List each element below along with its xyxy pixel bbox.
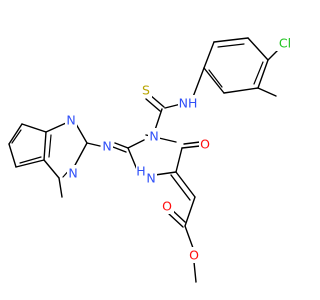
atom-nh-thioamide: NH <box>178 95 198 111</box>
atom-n-ring-nh: N <box>145 170 157 186</box>
bond <box>73 142 88 168</box>
bond <box>145 98 161 112</box>
bond <box>86 142 101 147</box>
atom-n-quin-top: N <box>65 112 77 128</box>
ring-h-label: H <box>136 164 145 179</box>
bond <box>213 37 249 43</box>
bond <box>21 123 47 133</box>
bond <box>8 123 23 145</box>
atom-n-imine: N <box>101 138 113 154</box>
bond <box>184 225 194 249</box>
atom-n-ring1: N <box>148 128 160 144</box>
bond <box>203 67 225 94</box>
bond <box>154 108 163 131</box>
atom-o-ester-methoxy: O <box>188 247 201 263</box>
bond <box>181 145 201 149</box>
bond <box>257 87 277 97</box>
bond <box>175 171 196 198</box>
bond <box>43 131 47 161</box>
structure-canvas: Cl S NH N N N <box>8 35 294 283</box>
ester-carbonyl-o-label: O <box>162 199 172 214</box>
ester-methoxy-o-label: O <box>189 248 199 263</box>
quinazoline-n-bottom-label: N <box>68 166 77 181</box>
bond <box>48 134 52 158</box>
quinazoline-n-top-label: N <box>66 113 75 128</box>
ring-nh-label: N <box>146 171 155 186</box>
bond <box>127 139 145 149</box>
bond <box>45 122 67 133</box>
bond <box>247 37 269 61</box>
bond <box>168 213 184 228</box>
molecule-diagram: Cl S NH N N N <box>8 35 294 283</box>
ring-n1-label: N <box>149 129 158 144</box>
bond <box>253 61 264 85</box>
atom-o-ester-carbonyl: O <box>161 198 174 214</box>
sulfur-label: S <box>142 83 150 98</box>
bond <box>170 174 191 201</box>
bond <box>208 69 223 88</box>
bond <box>257 59 269 89</box>
bond <box>75 123 88 144</box>
bond-layer <box>8 37 280 283</box>
atom-n-quin-bottom: N <box>67 165 79 181</box>
bond <box>8 143 17 168</box>
bond <box>203 41 215 69</box>
thioamide-nh-label: NH <box>179 96 198 111</box>
bond <box>112 146 127 153</box>
bond <box>223 87 259 94</box>
bond <box>19 156 42 164</box>
bond <box>149 94 165 108</box>
atom-label-layer: Cl S NH N N N <box>65 35 294 263</box>
bond <box>184 196 196 227</box>
chlorine-label: Cl <box>279 36 291 51</box>
ketone-o-label: O <box>200 137 210 152</box>
bond <box>193 261 197 283</box>
bond <box>114 142 129 149</box>
bond <box>217 43 245 48</box>
atom-o-ketone: O <box>199 136 212 152</box>
bond <box>192 67 205 98</box>
bond <box>15 159 45 168</box>
bond <box>58 177 63 198</box>
imine-n-label: N <box>102 139 111 154</box>
atom-s: S <box>140 82 152 98</box>
bond <box>43 159 60 179</box>
bond <box>175 147 183 173</box>
bond <box>11 129 22 144</box>
atom-cl: Cl <box>276 35 294 51</box>
bond <box>183 141 201 145</box>
